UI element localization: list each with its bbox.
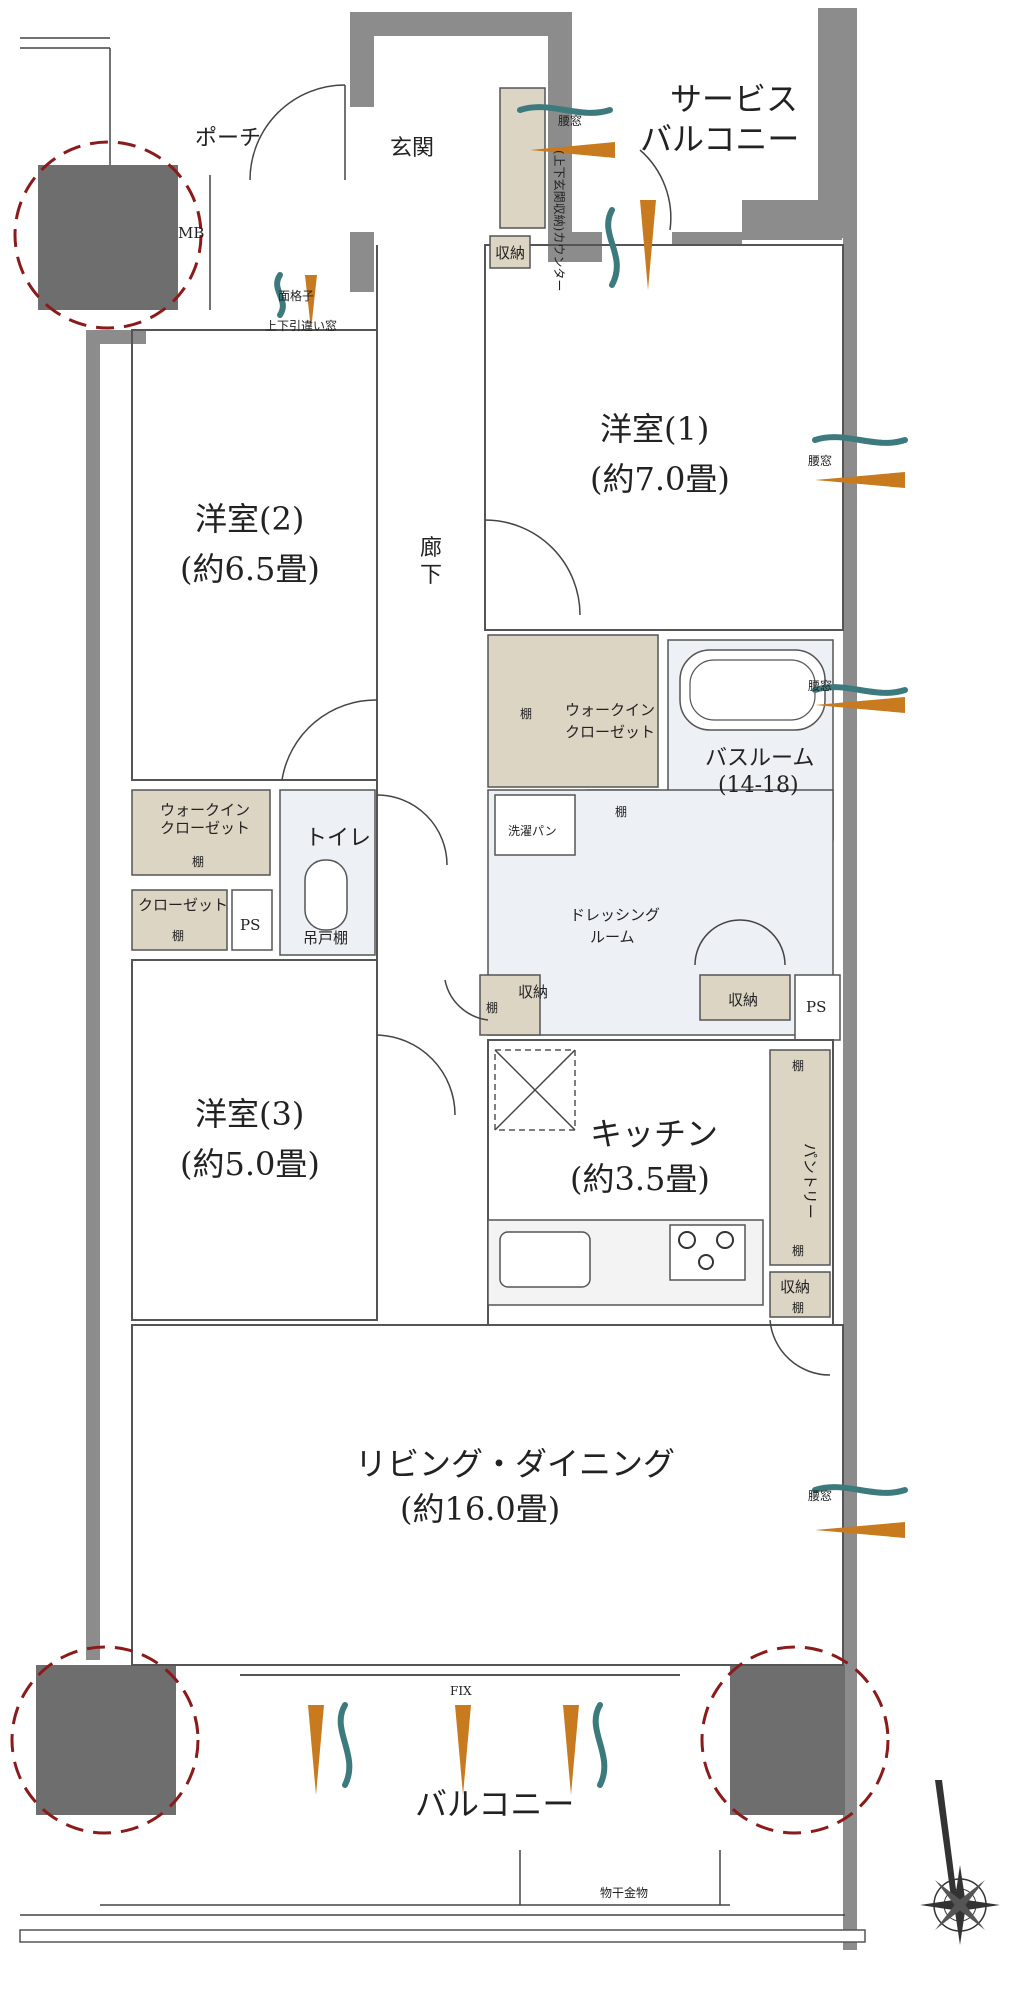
walkin1-shelf-label: 棚 <box>520 706 532 721</box>
room2-name: 洋室(2) <box>195 500 304 538</box>
bath-size: (14-18) <box>718 773 799 798</box>
waist-window-label-4: 腰窓 <box>558 113 582 128</box>
ps-label-1: PS <box>240 916 260 934</box>
waist-window-label-1: 腰窓 <box>808 453 832 468</box>
dressing-label-2: ルーム <box>590 928 635 946</box>
column-top-left <box>38 165 178 310</box>
compass-rose-icon <box>920 1780 1000 1945</box>
service-balcony-label-2: バルコニー <box>640 120 799 158</box>
pantry-label: パントリー <box>801 1143 819 1219</box>
room1-name: 洋室(1) <box>600 410 709 448</box>
fix-window-label: FIX <box>450 1684 472 1698</box>
sliding-window-label: 上下引違い窓 <box>265 318 337 333</box>
room3-size: (約5.0畳) <box>180 1145 320 1183</box>
corridor-shelf-label: 棚 <box>486 1000 498 1015</box>
doors <box>249 84 831 1376</box>
pantry-shelf-top: 棚 <box>792 1058 804 1073</box>
column-bottom-right <box>730 1665 845 1815</box>
porch-label: ポーチ <box>195 126 261 151</box>
walkin1-label-2: クローゼット <box>565 723 655 741</box>
room1-size: (約7.0畳) <box>590 460 730 498</box>
living-size: (約16.0畳) <box>400 1490 560 1528</box>
entrance-label: 玄関 <box>390 136 434 161</box>
bath-name: バスルーム <box>705 746 814 771</box>
partitions <box>100 48 844 1906</box>
room2-size: (約6.5畳) <box>180 550 320 588</box>
room-labels: ポーチ MB 玄関 (上下玄関収納)カウンター サービス バルコニー 収納 面格… <box>138 80 832 1900</box>
daylight-arrow-icon <box>305 142 905 1795</box>
walkin2-label-1: ウォークイン <box>160 801 250 819</box>
kitchen-storage-label: 収納 <box>780 1278 810 1296</box>
hanging-shelf-label: 吊戸棚 <box>303 929 348 947</box>
kitchen-size: (約3.5畳) <box>570 1160 710 1198</box>
room3-name: 洋室(3) <box>195 1095 304 1133</box>
column-markers <box>10 140 890 1835</box>
column-bottom-left <box>36 1665 176 1815</box>
balcony-label: バルコニー <box>415 1785 574 1823</box>
kitchen-name: キッチン <box>590 1115 718 1153</box>
corridor-label-2: 下 <box>420 563 442 588</box>
mb-label: MB <box>178 224 204 242</box>
corridor-label-1: 廊 <box>420 536 442 561</box>
dressing-storage-label: 収納 <box>728 991 758 1009</box>
ps-label-2: PS <box>806 998 826 1016</box>
toilet-icon <box>304 859 348 931</box>
stove-burner-icon <box>678 1231 734 1270</box>
bathtub-icon <box>679 649 826 731</box>
walkin2-label-2: クローゼット <box>160 819 250 837</box>
closet-label: クローゼット <box>138 896 228 914</box>
walkin1-shelf-label-2: 棚 <box>615 804 627 819</box>
shoe-counter-label: (上下玄関収納)カウンター <box>552 150 567 291</box>
dressing-label-1: ドレッシング <box>570 906 660 924</box>
corridor-storage-label: 収納 <box>518 983 548 1001</box>
living-name: リビング・ダイニング <box>355 1445 675 1483</box>
walkin2-shelf-label: 棚 <box>192 854 204 869</box>
walkin1-label-1: ウォークイン <box>565 701 655 719</box>
entrance-storage-label: 収納 <box>495 244 525 262</box>
ventilation-wind-icon <box>274 104 908 1788</box>
kitchen-storage-shelf: 棚 <box>792 1300 804 1315</box>
clothes-hanger-label: 物干金物 <box>600 1885 648 1900</box>
pantry-shelf-bottom: 棚 <box>792 1243 804 1258</box>
grille-label: 面格子 <box>278 288 314 303</box>
service-balcony-label-1: サービス <box>670 80 798 118</box>
waist-window-label-3: 腰窓 <box>808 1488 832 1503</box>
laundry-pan-label: 洗濯パン <box>508 824 557 838</box>
toilet-label: トイレ <box>305 826 371 851</box>
waist-window-label-2: 腰窓 <box>808 678 832 693</box>
closet-shelf-label: 棚 <box>172 928 184 943</box>
